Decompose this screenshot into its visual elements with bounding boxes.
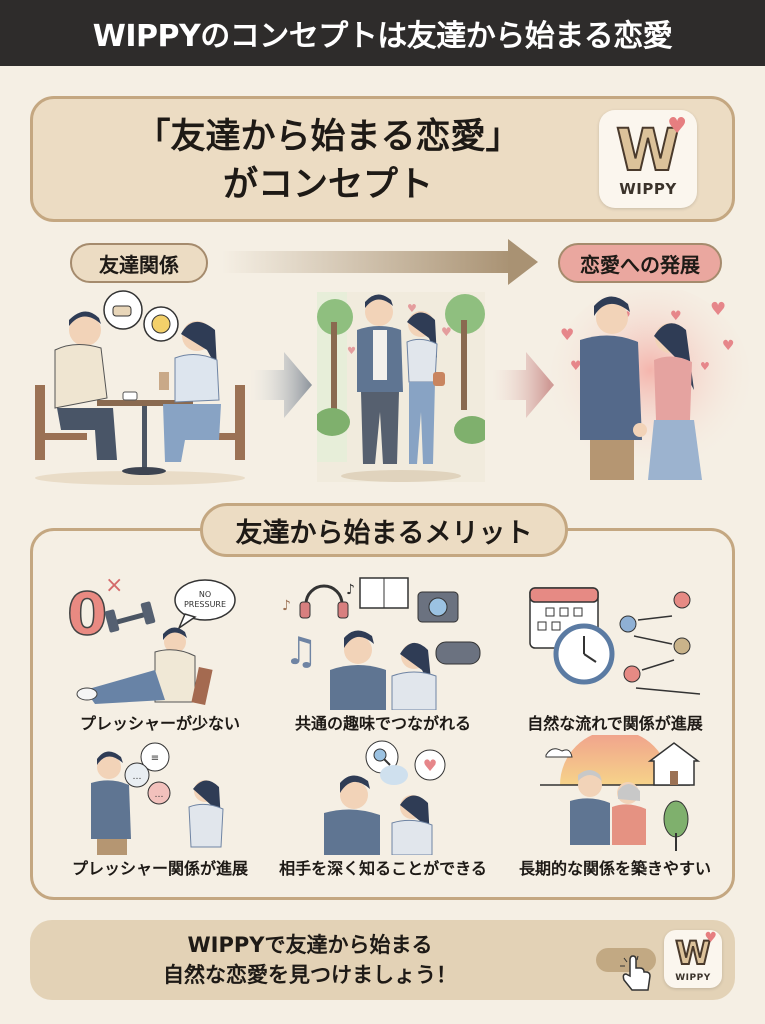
merits-title: 友達から始まるメリット (200, 503, 568, 557)
heart-icon: ♥ (704, 930, 717, 946)
svg-text:♥: ♥ (560, 325, 574, 344)
svg-text:NO: NO (199, 590, 211, 599)
romance-pill: 恋愛への発展 (558, 243, 722, 283)
concept-title-line1: 「友達から始まる恋愛」 (135, 117, 521, 157)
cta-line1: WIPPYで友達から始まる (187, 933, 433, 957)
friendship-pill: 友達関係 (70, 243, 208, 283)
concept-title-line2: がコンセプト (222, 165, 433, 205)
svg-text:♥: ♥ (710, 299, 726, 320)
transition-arrow-2 (492, 350, 554, 424)
svg-text:♥: ♥ (722, 338, 735, 354)
cta-message: WIPPYで友達から始まる 自然な恋愛を見つけましょう！ (30, 930, 590, 990)
romance-label: 恋愛への発展 (580, 252, 700, 277)
wippy-app-label: WIPPY (619, 180, 677, 198)
conversation-illustration: ≡ … … (45, 735, 275, 855)
wippy-logo-w: W (615, 115, 681, 185)
svg-text:♪: ♪ (282, 598, 291, 614)
svg-text:♪: ♪ (346, 582, 355, 598)
merit-shared-hobbies: ♪ ♪ ♫ 共通の趣味でつながれる (268, 570, 498, 734)
svg-text:0: 0 (67, 580, 107, 648)
shared-hobbies-illustration: ♪ ♪ ♫ (268, 570, 498, 711)
page-header: WIPPYのコンセプトは友達から始まる恋愛 (0, 0, 765, 66)
svg-text:♥: ♥ (407, 302, 417, 315)
svg-text:♥: ♥ (670, 309, 682, 324)
cta-line2: 自然な恋愛を見つけましょう！ (163, 963, 457, 987)
svg-text:≡: ≡ (151, 753, 159, 764)
svg-text:♥: ♥ (423, 756, 437, 775)
merit-know-deeply: ♥ 相手を深く知ることができる (268, 735, 498, 879)
merit-natural-flow: 自然な流れで関係が進展 (500, 570, 730, 734)
wippy-app-icon[interactable]: W ♥ WIPPY (599, 110, 697, 208)
merit-label: 相手を深く知ることができる (279, 859, 487, 878)
transition-arrow-1 (250, 350, 312, 424)
natural-flow-illustration (500, 570, 730, 710)
progress-arrow-head (508, 239, 538, 285)
progress-arrow (222, 251, 512, 273)
cta-banner: WIPPYで友達から始まる 自然な恋愛を見つけましょう！ W ♥ WIPPY (30, 920, 735, 1000)
merit-label: 長期的な関係を築きやすい (518, 859, 711, 878)
couple-romance-scene: ♥ ♥ ♥ ♥ ♥ ♥ ♥ (550, 285, 750, 485)
svg-text:…: … (155, 790, 164, 800)
svg-text:×: × (105, 573, 123, 598)
heart-icon: ♥ (667, 114, 687, 139)
merit-pressure-relationship: ≡ … … プレッシャー関係が進展 (45, 735, 275, 879)
cafe-friends-scene (25, 290, 255, 485)
friendship-label: 友達関係 (99, 252, 179, 277)
wippy-app-label: WIPPY (675, 973, 711, 983)
merit-label: プレッシャー関係が進展 (71, 859, 248, 878)
no-pressure-illustration: 0 × NO PRESSURE (45, 570, 275, 710)
long-term-illustration (500, 730, 730, 855)
know-deeply-illustration: ♥ (268, 735, 498, 856)
merit-label: プレッシャーが少ない (79, 714, 240, 733)
merit-label: 共通の趣味でつながれる (294, 714, 471, 733)
svg-text:♥: ♥ (570, 359, 582, 374)
svg-text:PRESSURE: PRESSURE (184, 600, 226, 609)
tap-hand-icon (618, 954, 658, 998)
merit-no-pressure: 0 × NO PRESSURE プレッシャーが少ない (45, 570, 275, 734)
svg-text:…: … (133, 772, 142, 782)
concept-banner: 「友達から始まる恋愛」 がコンセプト W ♥ WIPPY (30, 96, 735, 222)
merits-title-text: 友達から始まるメリット (235, 517, 533, 549)
svg-text:♥: ♥ (347, 346, 356, 357)
svg-text:♥: ♥ (700, 360, 710, 373)
park-walk-scene: ♥ ♥ ♥ (314, 292, 490, 482)
merit-label: 自然な流れで関係が進展 (527, 714, 703, 733)
svg-text:♥: ♥ (441, 325, 452, 339)
page-title: WIPPYのコンセプトは友達から始まる恋愛 (92, 19, 673, 54)
wippy-logo-w: W (674, 933, 711, 973)
merit-long-term: 長期的な関係を築きやすい (500, 730, 730, 879)
svg-text:♫: ♫ (284, 629, 318, 673)
wippy-app-icon-small[interactable]: W ♥ WIPPY (664, 930, 722, 988)
concept-title: 「友達から始まる恋愛」 がコンセプト (33, 113, 623, 209)
